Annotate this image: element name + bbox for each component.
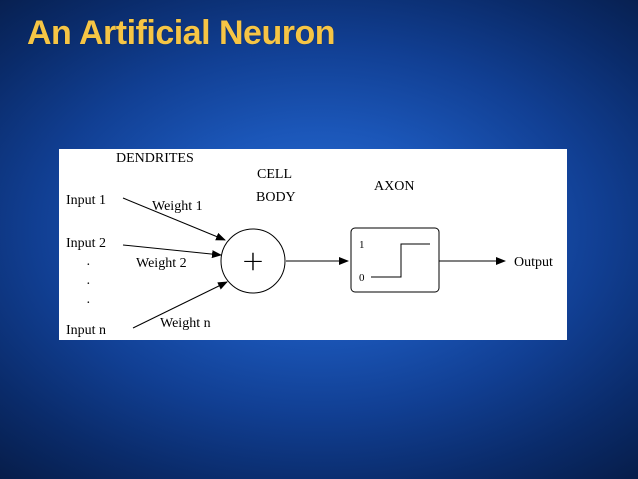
dendrite-arrow-1 — [122, 197, 226, 241]
ellipsis-dot-2: · — [86, 277, 91, 292]
ellipsis-dot-3: · — [86, 296, 91, 311]
cell-body-label-line1: CELL — [257, 167, 292, 182]
summation-symbol: + — [241, 244, 264, 277]
cell-body-circle — [220, 228, 286, 294]
input-n-label: Input n — [66, 323, 106, 338]
step-function-curve — [371, 243, 430, 278]
input-1-label: Input 1 — [66, 193, 106, 208]
step-low-label: 0 — [359, 272, 365, 284]
slide-title: An Artificial Neuron — [27, 14, 336, 52]
dendrites-label: DENDRITES — [116, 151, 194, 166]
step-high-label: 1 — [359, 239, 365, 251]
weight-2-label: Weight 2 — [136, 256, 187, 271]
output-label: Output — [514, 255, 553, 270]
weight-n-label: Weight n — [160, 316, 211, 331]
cell-body-label-line2: BODY — [256, 190, 296, 205]
input-2-label: Input 2 — [66, 236, 106, 251]
dendrite-arrow-2 — [122, 244, 222, 259]
weight-1-label: Weight 1 — [152, 199, 203, 214]
axon-label: AXON — [374, 179, 414, 194]
ellipsis-dot-1: · — [86, 258, 91, 273]
dendrite-arrow-n — [132, 281, 228, 329]
neuron-diagram: DENDRITES CELL BODY AXON Input 1 Input 2… — [66, 151, 553, 338]
neuron-diagram-panel: DENDRITES CELL BODY AXON Input 1 Input 2… — [59, 149, 567, 340]
